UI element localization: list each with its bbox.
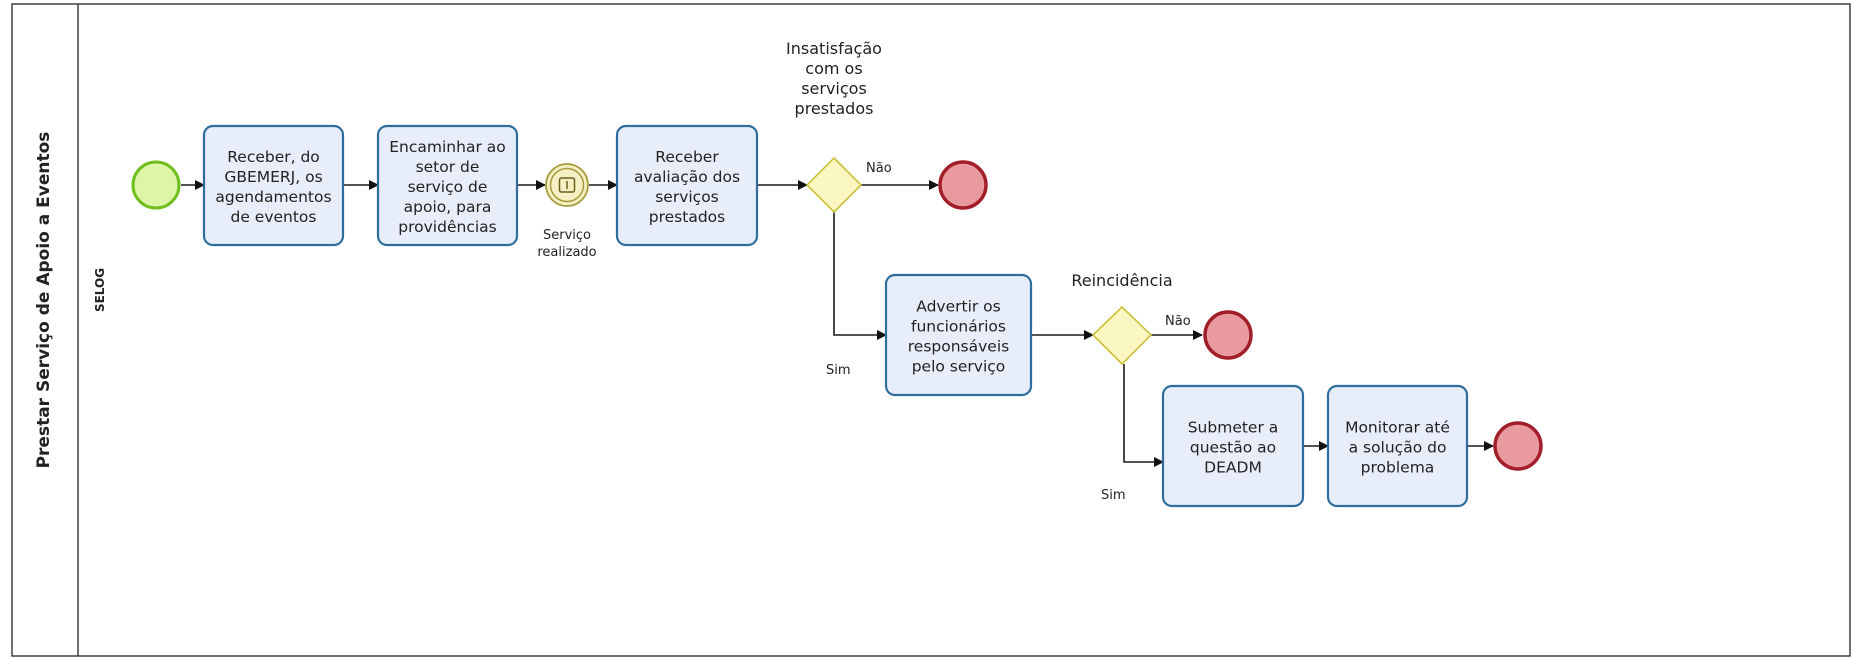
text-line: serviços	[801, 79, 867, 98]
text-line: Receber	[655, 148, 719, 166]
flow-g1-to-t4	[833, 212, 887, 340]
task-label: Receber, do GBEMERJ, os agendamentos de eve…	[215, 148, 331, 226]
lane-title: SELOG	[93, 268, 107, 312]
text-line: apoio, para	[404, 198, 492, 216]
text-line: responsáveis	[908, 338, 1009, 356]
text-line: Serviço	[543, 228, 591, 243]
text-line: pelo serviço	[912, 358, 1006, 376]
sequence-flows	[181, 180, 1494, 467]
pool-border	[11, 3, 1851, 657]
text-line: de eventos	[230, 208, 316, 226]
text-line: com os	[805, 59, 862, 78]
text-line: providências	[398, 218, 496, 236]
gateway-recurrence[interactable]	[1091, 305, 1153, 366]
text-line: Submeter a	[1188, 419, 1279, 437]
text-line: serviços	[655, 188, 719, 206]
text-line: funcionários	[911, 318, 1006, 336]
task-receive-evaluation[interactable]: Receber avaliação dos serviços prestados	[615, 124, 759, 247]
flow-label-g1-yes: Sim	[826, 363, 851, 378]
task-warn-employees[interactable]: Advertir os funcionários responsáveis pelo …	[884, 273, 1033, 397]
task-monitor-solution[interactable]: Monitorar até a solução do problema	[1326, 384, 1469, 508]
flow-label-g2-yes: Sim	[1101, 488, 1126, 503]
gateway-dissatisfaction[interactable]	[805, 156, 863, 214]
task-label: Advertir os funcionários responsáveis pelo …	[908, 298, 1009, 376]
end-event-problem-solved[interactable]	[1493, 421, 1543, 471]
intermediate-event-label: Serviço realizado	[537, 228, 596, 260]
text-line: setor de	[416, 158, 480, 176]
flow-label-g1-no: Não	[866, 161, 892, 176]
end-event-no-recurrence[interactable]	[1203, 310, 1253, 360]
task-label: Submeter a questão ao DEADM	[1188, 419, 1279, 477]
text-line: agendamentos	[215, 188, 331, 206]
intermediate-event-service-done[interactable]	[545, 163, 589, 207]
task-submit-to-deadm[interactable]: Submeter a questão ao DEADM	[1161, 384, 1305, 508]
text-line: serviço de	[408, 178, 488, 196]
text-line: questão ao	[1190, 439, 1276, 457]
text-line: Receber, do	[227, 148, 320, 166]
task-label: Receber avaliação dos serviços prestados	[634, 148, 740, 226]
text-line: DEADM	[1204, 459, 1262, 477]
text-line: Encaminhar ao	[389, 138, 505, 156]
end-event-no-dissatisfaction[interactable]	[938, 160, 988, 210]
text-line: Monitorar até	[1345, 419, 1450, 437]
text-line: Advertir os	[916, 298, 1001, 316]
text-line: Insatisfação	[786, 39, 882, 58]
text-line: GBEMERJ, os	[224, 168, 322, 186]
text-line: problema	[1361, 459, 1435, 477]
flow-label-g2-no: Não	[1165, 314, 1191, 329]
text-line: realizado	[537, 245, 596, 260]
task-forward-to-support[interactable]: Encaminhar ao setor de serviço de apoio, pa…	[376, 124, 519, 247]
text-line: Reincidência	[1071, 271, 1172, 290]
text-line: prestados	[649, 208, 725, 226]
flow-g2-to-t5	[1123, 364, 1164, 467]
text-line: prestados	[795, 99, 874, 118]
text-line: a solução do	[1349, 439, 1447, 457]
document-icon	[558, 177, 576, 193]
task-label: Monitorar até a solução do problema	[1345, 419, 1450, 477]
task-label: Encaminhar ao setor de serviço de apoio, pa…	[389, 138, 505, 236]
task-receive-schedules[interactable]: Receber, do GBEMERJ, os agendamentos de eve…	[202, 124, 345, 247]
pool-title: Prestar Serviço de Apoio a Eventos	[34, 132, 54, 469]
text-line: avaliação dos	[634, 168, 740, 186]
start-event[interactable]	[131, 160, 181, 210]
gateway-recurrence-label: Reincidência	[1071, 271, 1172, 290]
